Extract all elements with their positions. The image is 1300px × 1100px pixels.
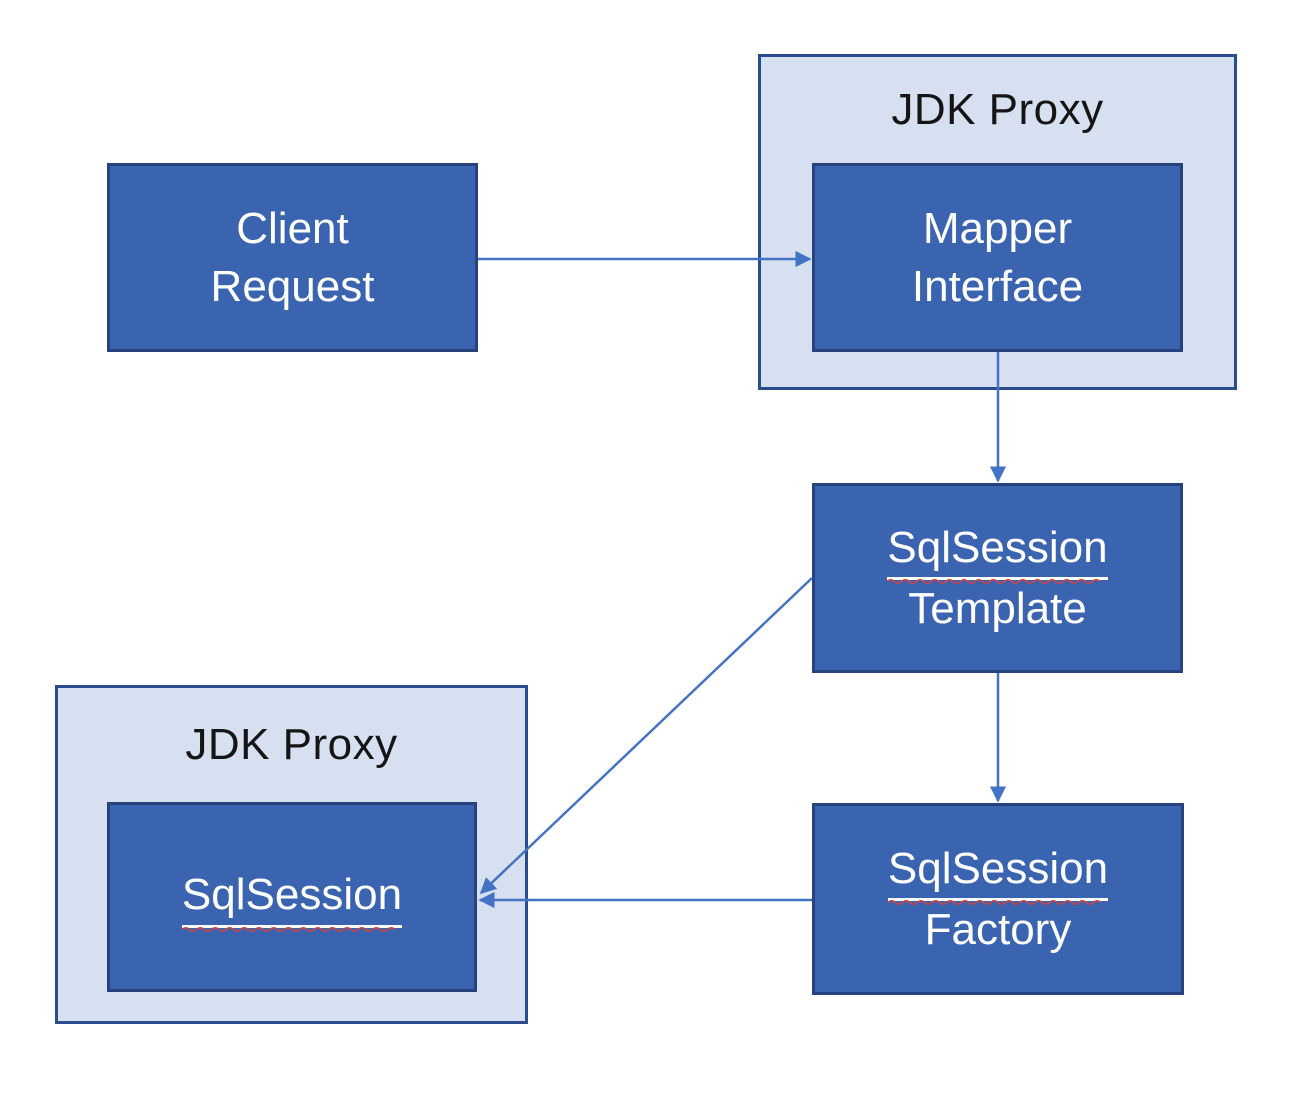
node-mapper-interface: Mapper Interface	[812, 163, 1183, 352]
spellcheck-squiggle-icon	[887, 578, 1101, 585]
node-sqlsession-factory: SqlSession Factory	[812, 803, 1184, 995]
node-client-request-line2: Request	[210, 261, 375, 311]
node-sqlsession-line1: SqlSession	[181, 866, 403, 932]
node-mapper-interface-line1: Mapper	[922, 204, 1073, 254]
node-client-request-line1: Client	[236, 204, 349, 254]
node-sqlsession-template-line1: SqlSession	[887, 519, 1108, 585]
node-sqlsession-template: SqlSession Template	[812, 483, 1183, 673]
edge-sqlsession-template-to-sqlsession	[479, 577, 813, 895]
spellcheck-squiggle-icon	[887, 899, 1102, 906]
node-sqlsession-factory-line2: Factory	[924, 905, 1072, 954]
container-jdk-proxy-top-title: JDK Proxy	[891, 85, 1104, 134]
node-mapper-interface-line2: Interface	[911, 261, 1084, 311]
spellcheck-squiggle-icon	[181, 926, 396, 932]
node-client-request: Client Request	[107, 163, 478, 352]
node-sqlsession-factory-line1: SqlSession	[887, 840, 1109, 906]
node-sqlsession-template-line2: Template	[908, 584, 1087, 633]
node-sqlsession: SqlSession	[107, 802, 477, 992]
container-jdk-proxy-bottom-title: JDK Proxy	[185, 720, 398, 769]
